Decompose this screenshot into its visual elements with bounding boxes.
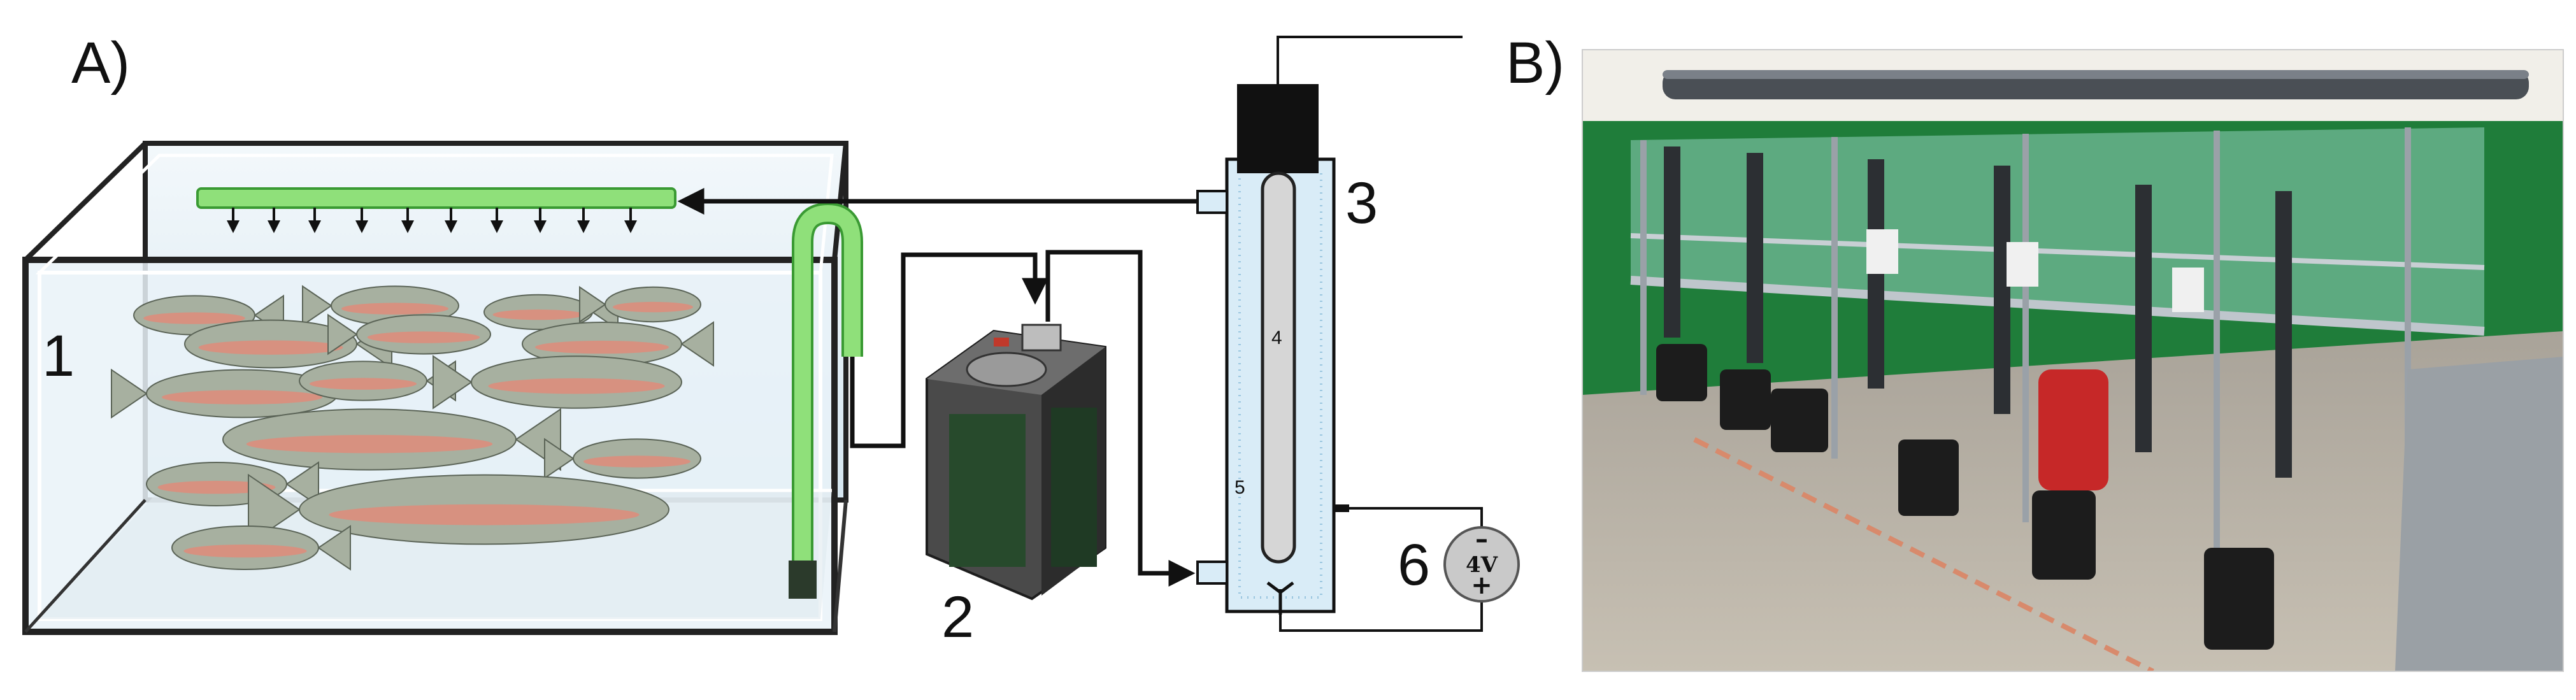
electrode-wire (1277, 36, 1463, 84)
trout-fish (248, 473, 669, 546)
spray-arrows (227, 208, 637, 233)
spray-bar (196, 187, 676, 233)
label-electrode-4: 4 (1271, 327, 1282, 348)
trout-fish (171, 525, 351, 571)
label-filter-2: 2 (941, 585, 974, 650)
power-supply: – 4V + (1443, 525, 1520, 603)
trout-fish (522, 321, 714, 367)
label-tank-1: 1 (42, 324, 75, 389)
panel-b-label: B) (1506, 31, 1564, 96)
trout-fish (111, 368, 338, 419)
label-reactor-3: 3 (1345, 171, 1378, 236)
power-minus-sign: – (1475, 525, 1488, 554)
intake-pipe (789, 202, 863, 599)
lab-photo (1582, 50, 2563, 671)
power-voltage: 4V (1466, 552, 1498, 578)
panel-a-label: A) (71, 31, 130, 96)
electrochemical-reactor (1196, 84, 1349, 615)
trout-school (111, 285, 714, 571)
trout-fish (579, 285, 701, 324)
flow-to-reactor (1045, 250, 1196, 587)
trout-fish (544, 438, 701, 480)
flow-to-filter (850, 252, 1048, 448)
trout-fish (327, 313, 491, 355)
trout-fish (133, 294, 284, 336)
power-circuit (1279, 507, 1483, 632)
label-power-6: 6 (1398, 532, 1430, 597)
canister-filter (926, 324, 1106, 601)
power-plus-sign: + (1471, 571, 1492, 600)
trout-fish (433, 355, 682, 410)
label-chamber-5: 5 (1234, 477, 1245, 498)
